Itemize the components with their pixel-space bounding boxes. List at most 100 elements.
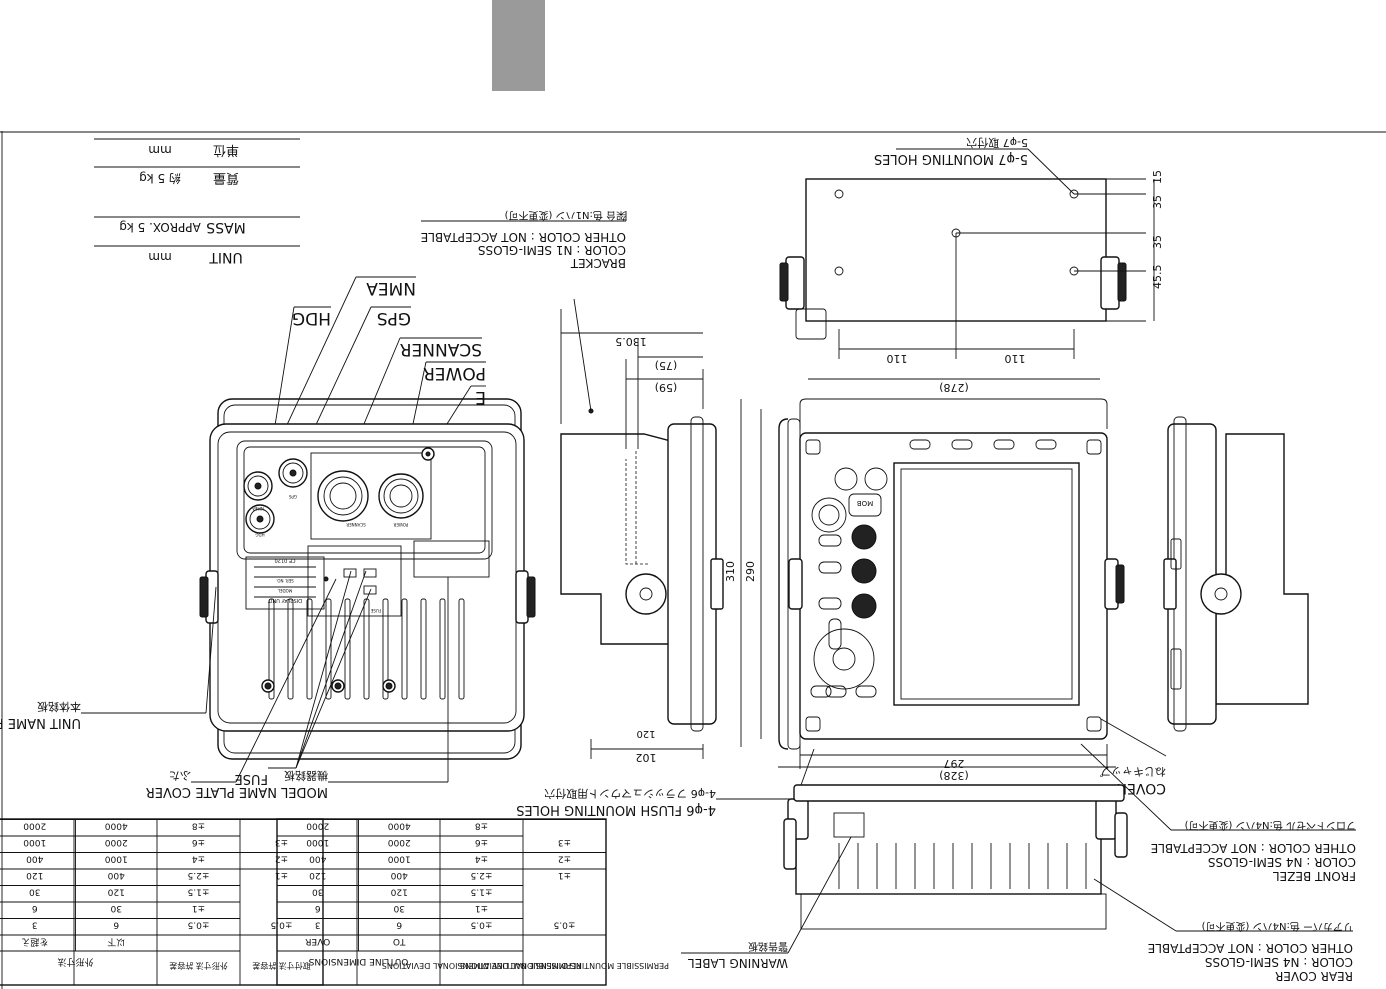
mounting-holes-label-jp: 5-φ7 取付穴 xyxy=(966,136,1028,150)
flush-holes-label-jp: 4-φ6 フラッシュマウント用取付穴 xyxy=(544,787,716,801)
tol-cell-outline: ±6 xyxy=(475,837,489,847)
tol-header-outline: 外形寸法 許容差 xyxy=(169,961,228,971)
tol-cell-to: 6 xyxy=(396,920,402,930)
e-label: E xyxy=(475,387,486,407)
side-profile-right xyxy=(1163,416,1309,732)
power-label: POWER xyxy=(423,363,486,383)
vent-slot xyxy=(401,598,408,700)
dim-hole-y4: 45.5 xyxy=(1151,265,1164,290)
bracket-jp: 架台 色:N1ハン (変更不可) xyxy=(505,209,626,222)
tol-cell-over: 6 xyxy=(315,903,321,913)
dim-depth-total: 130.5 xyxy=(615,335,647,348)
vent-slot xyxy=(287,598,294,700)
side-profile-left: (59) (75) 130.5 102 120 BRACKET COLOR : … xyxy=(421,209,724,764)
front-bezel-jp: フロントベゼル 色:N4ハン (変更不可) xyxy=(1185,819,1356,832)
tol-cell-outline: ±1.5 xyxy=(188,887,210,897)
tol-cell-to: 4000 xyxy=(388,821,411,831)
tol-cell-over: 1000 xyxy=(23,837,46,847)
tol-cell-over: 2000 xyxy=(306,821,329,831)
tol-cell-over: 30 xyxy=(312,887,324,897)
plate-serial: SER. NO. xyxy=(276,578,294,583)
bracket-color: COLOR : N1 SEMI-GLOSS xyxy=(478,243,626,257)
nmea-label: NMEA xyxy=(366,278,416,298)
ground-terminal xyxy=(421,447,435,461)
warning-label-text-jp: 警告銘板 xyxy=(748,940,788,953)
model-name-plate-label-jp: 機器銘板 xyxy=(284,769,328,783)
front-callouts: 4-φ6 FLUSH MOUNTING HOLES 4-φ6 フラッシュマウント… xyxy=(516,718,1356,883)
tol-cell-over: 3 xyxy=(32,920,38,930)
tol-header-outline: PERMISSIBLE OUTLINE DIMENSIONAL DEVIATIO… xyxy=(382,961,581,970)
dim-hole-x2: 110 xyxy=(887,352,908,365)
fuse-a xyxy=(363,568,377,578)
vent-slot xyxy=(420,598,427,700)
vent-slot xyxy=(458,598,465,700)
side-pivot-right xyxy=(1200,573,1242,615)
rear-cover-color: COLOR : N4 SEMI-GLOSS xyxy=(1205,955,1353,969)
fuse-tag: FUSE xyxy=(370,608,381,613)
connector-power-tag: POWER xyxy=(393,522,408,527)
dim-hole-y1: 15 xyxy=(1151,170,1164,184)
connector-nmea xyxy=(243,471,273,501)
warning-label-plate xyxy=(833,812,865,838)
scanner-panel xyxy=(310,452,432,540)
unit-value: mm xyxy=(148,250,171,264)
plate-model: MODEL xyxy=(277,588,292,593)
hole-4 xyxy=(834,266,844,276)
fuse-label: FUSE xyxy=(235,771,268,786)
tol-cell-mount: ±3 xyxy=(275,837,288,847)
dim-depth-b: (59) xyxy=(655,381,678,394)
connector-scanner-tag: SCANNER xyxy=(346,522,366,527)
tol-cell-over: 6 xyxy=(32,903,38,913)
flush-holes-label: 4-φ6 FLUSH MOUNTING HOLES xyxy=(516,802,716,817)
tol-cell-to: 120 xyxy=(390,887,407,897)
front-bezel-color: COLOR : N4 SEMI-GLOSS xyxy=(1208,855,1356,869)
dim-hole-y3: 35 xyxy=(1151,235,1164,249)
rear-callouts: UNIT NAME PLATE 本体銘板 COVER ふた FUSE MODEL… xyxy=(0,570,449,799)
tol-cell-to: 400 xyxy=(107,870,124,880)
bracket-other: OTHER COLOR : NOT ACCEPTABLE xyxy=(421,230,626,244)
tol-cell-mount: ±0.5 xyxy=(271,920,293,930)
unit-name-plate xyxy=(245,556,325,610)
tol-cell-outline: ±8 xyxy=(475,821,489,831)
tol-cell-mount: ±1 xyxy=(558,870,571,880)
tol-cell-over: 120 xyxy=(309,870,326,880)
tol-sub-to: TO xyxy=(393,936,407,946)
tol-cell-to: 2000 xyxy=(105,837,128,847)
unit-label-jp: 単位 xyxy=(213,142,239,158)
mob-button xyxy=(848,493,882,517)
cover-label: COVER xyxy=(146,784,191,799)
tol-header-mount: 取付寸法 許容差 xyxy=(252,961,311,971)
connector-gps-tag: GPS xyxy=(289,494,298,499)
side-pivot-left xyxy=(625,573,667,615)
connector-scanner xyxy=(317,470,369,522)
mass-label: MASS xyxy=(206,219,246,235)
dim-outer-width: (328) xyxy=(939,769,969,782)
screw-cap-label-jp: ねじキャップ xyxy=(1100,765,1166,778)
tol-cell-outline: ±6 xyxy=(192,837,206,847)
fuse-b xyxy=(343,568,357,578)
tol-header-range: 外形寸法 xyxy=(57,956,93,968)
rotary-knob xyxy=(813,628,875,690)
tol-cell-over: 400 xyxy=(309,854,326,864)
tol-sub-over: を超え xyxy=(21,936,48,948)
tol-cell-outline: ±2.5 xyxy=(188,870,210,880)
vent-slot xyxy=(268,598,275,700)
tol-sub-over: OVER xyxy=(305,936,330,946)
connector-hdg xyxy=(245,504,275,534)
cover-label-jp: ふた xyxy=(169,769,191,782)
vent-slot xyxy=(306,598,313,700)
unit-name-plate-label: UNIT NAME PLATE xyxy=(0,715,81,730)
vent-slots xyxy=(268,598,465,700)
tol-cell-over: 2000 xyxy=(23,821,46,831)
tol-cell-to: 4000 xyxy=(105,821,128,831)
tol-cell-over: 400 xyxy=(26,854,43,864)
connector-gps xyxy=(278,458,308,488)
front-screen xyxy=(893,462,1080,706)
connector-power xyxy=(378,473,424,519)
connector-bay xyxy=(236,440,493,560)
tol-cell-outline: ±4 xyxy=(192,854,206,864)
mass-value-jp: 約 5 kg xyxy=(139,171,181,186)
connector-hdg-tag: HDG xyxy=(255,532,264,537)
tol-cell-to: 30 xyxy=(110,903,122,913)
